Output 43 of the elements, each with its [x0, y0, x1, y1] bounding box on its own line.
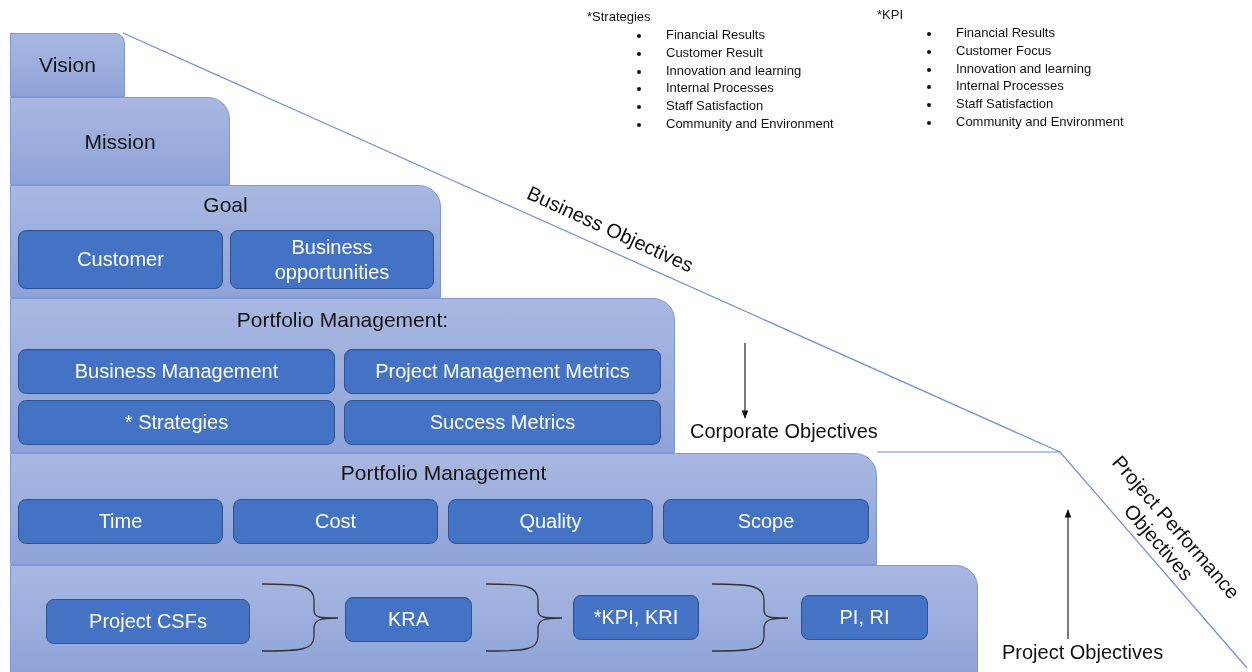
element-box: Quality	[448, 499, 653, 544]
tier-heading: Goal	[202, 193, 249, 217]
element-box: KRA	[345, 597, 472, 642]
objective-text: Corporate Objectives	[690, 420, 878, 443]
tier-band	[10, 298, 675, 453]
arrow	[741, 342, 749, 419]
list-heading: *Strategies	[587, 9, 651, 24]
element-box: Cost	[233, 499, 438, 544]
element-box: Time	[18, 499, 223, 544]
tier-heading: Mission	[83, 130, 157, 154]
tier-heading: Portfolio Management	[339, 461, 548, 485]
bullet-item: Internal Processes	[956, 78, 1064, 94]
tier-heading: Vision	[38, 53, 97, 77]
bullet-item: Customer Result	[666, 44, 763, 60]
tier-band	[10, 453, 877, 565]
bullet-item: Financial Results	[666, 27, 765, 42]
tier-heading: Portfolio Management:	[235, 308, 450, 332]
bullet-item: Staff Satisfaction	[666, 98, 764, 114]
bullet-item: Community and Environment	[956, 114, 1124, 129]
element-box: * Strategies	[18, 400, 335, 445]
tier-band	[10, 33, 125, 97]
bullet-item: Customer Focus	[956, 42, 1052, 58]
bullet-item: Internal Processes	[666, 80, 774, 96]
element-box: Success Metrics	[344, 400, 661, 445]
bullet-item: Innovation and learning	[666, 62, 802, 78]
element-box: Business Management	[18, 349, 335, 394]
objective-text: Project Objectives	[1002, 641, 1164, 664]
tier-band	[10, 185, 441, 298]
element-box: Customer	[18, 230, 223, 289]
tier-band	[10, 565, 978, 672]
tier-band	[10, 97, 230, 185]
bullet-item: Financial Results	[956, 25, 1055, 40]
element-box: Business opportunities	[230, 230, 434, 289]
element-box: Scope	[663, 499, 869, 544]
element-box: PI, RI	[801, 595, 928, 640]
bullet-item: Innovation and learning	[956, 60, 1092, 76]
bullet-item: Community and Environment	[666, 116, 834, 131]
arrow	[1064, 509, 1072, 640]
element-box: *KPI, KRI	[573, 595, 699, 640]
list-heading: *KPI	[877, 7, 903, 22]
element-box: Project CSFs	[46, 599, 250, 644]
element-box: Project Management Metrics	[344, 349, 661, 394]
bullet-item: Staff Satisfaction	[956, 96, 1054, 112]
